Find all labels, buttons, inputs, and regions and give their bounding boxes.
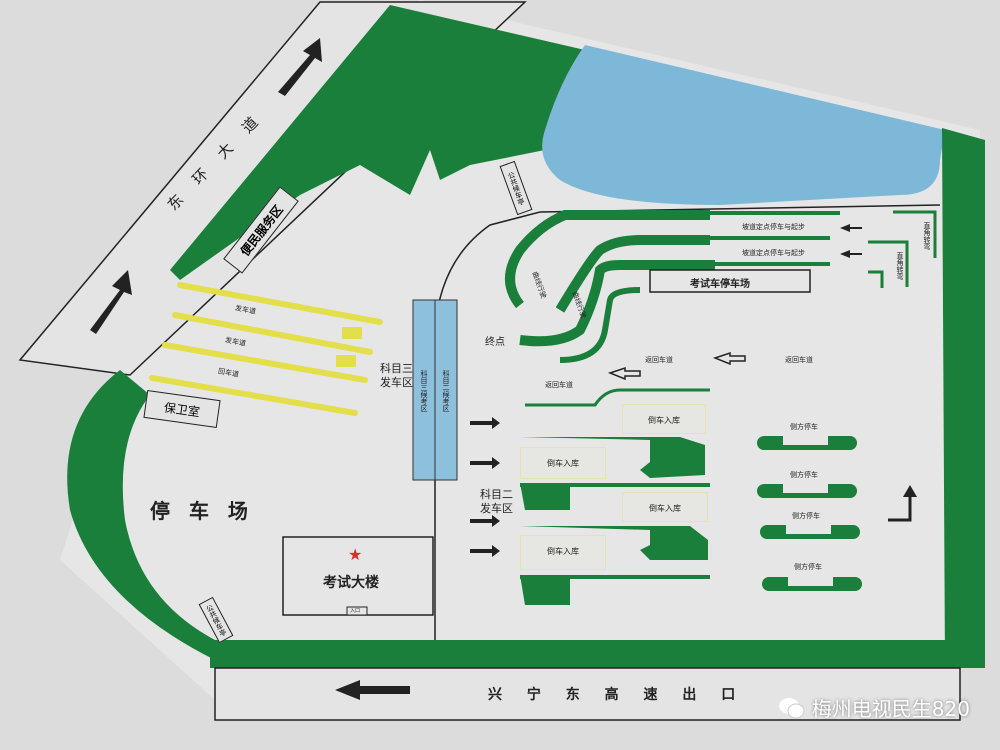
side-parking-label: 侧方停车 [790,423,818,431]
green-belt-east [942,128,985,665]
subject2-waiting-label: 科目二候考区 [442,370,450,412]
green-belt-south [210,640,985,668]
return-lane-label: 返回车道 [645,356,673,364]
star-icon: ★ [348,545,363,564]
right-angle-label: 直角转弯 [923,222,931,250]
reverse-parking-bay: 倒车入库 [520,447,606,479]
finish-label: 终点 [485,337,505,348]
reverse-parking-tracks [520,437,710,605]
subject2-depart-label: 科目二 发车区 [480,488,513,515]
lake [542,45,945,205]
exam-building-entrance-label: 入口 [350,608,361,614]
wechat-icon [778,697,805,718]
return-lane-label: 返回车道 [785,356,813,364]
subject3-lanes [149,282,383,416]
watermark-text: 梅州电视民生820 [811,697,970,721]
ramp-label: 坡道定点停车与起步 [742,249,805,257]
reverse-parking-bay: 倒车入库 [622,492,708,522]
exam-car-parking-label: 考试车停车场 [690,279,750,290]
reverse-parking-bay: 倒车入库 [622,404,706,434]
xingning-exit-road [214,667,961,721]
arrow-icons [90,38,917,700]
xingning-exit-label: 兴 宁 东 高 速 出 口 [488,687,746,703]
subject3-depart-label: 科目三 发车区 [380,362,413,389]
exam-building-label: 考试大楼 [323,575,379,591]
side-parking-label: 侧方停车 [792,512,820,520]
green-belt-west [67,370,215,660]
ramp-label: 坡道定点停车与起步 [742,223,805,231]
reverse-parking-bay: 倒车入库 [520,535,606,570]
return-lane-label: 返回车道 [545,381,573,389]
side-parking-label: 侧方停车 [790,471,818,479]
right-angle-label: 直角转弯 [896,252,904,280]
watermark: 梅州电视民生820 [778,693,970,722]
side-parking-label: 侧方停车 [794,563,822,571]
subject3-waiting-label: 科目三候考区 [420,370,428,412]
parking-lot-label: 停 车 场 [150,499,254,523]
subject2-waiting-zone [434,299,458,481]
